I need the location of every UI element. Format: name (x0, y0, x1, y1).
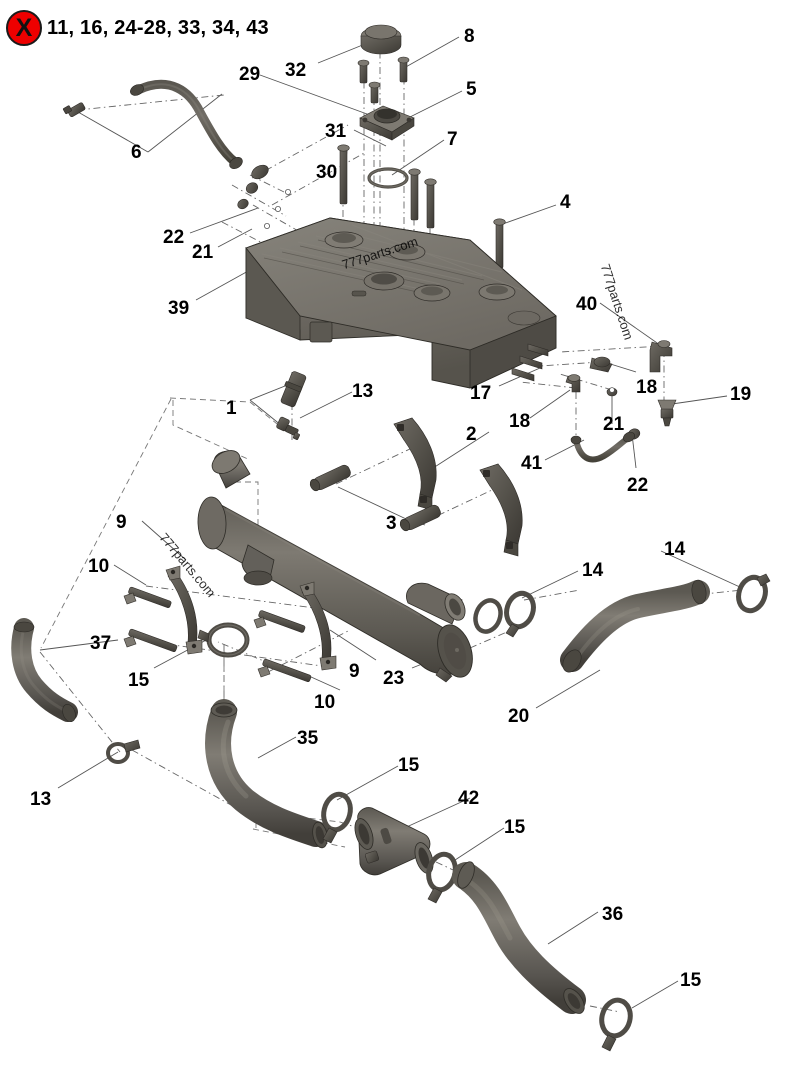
not-illustrated-badge: X (6, 10, 42, 46)
part-connector-42 (354, 807, 434, 876)
callout-37: 37 (90, 633, 112, 654)
part-fitting-6 (62, 102, 86, 118)
part-bolts (337, 56, 506, 269)
callout-22: 22 (163, 227, 185, 248)
leader-lines (39, 36, 743, 1009)
callout-8: 8 (464, 26, 475, 47)
part-elbow-18b (565, 374, 581, 393)
part-hose-37 (11, 618, 78, 723)
callout-18: 18 (636, 377, 658, 398)
part-pipe-35 (205, 699, 329, 849)
callout-20: 20 (508, 706, 530, 727)
callout-40: 40 (576, 294, 598, 315)
part-hose-41 (570, 431, 635, 463)
badge-x-icon: X (15, 13, 33, 42)
part-strap-9b (299, 581, 337, 671)
callout-15: 15 (128, 670, 150, 691)
callout-31: 31 (325, 121, 347, 142)
bolt-30 (337, 144, 350, 205)
callout-10: 10 (88, 556, 110, 577)
part-fitting-13-upper (276, 416, 300, 440)
callout-15c: 15 (504, 817, 526, 838)
callout-23: 23 (383, 668, 405, 689)
bolt-8a (357, 59, 370, 84)
part-muffler-23 (197, 450, 473, 683)
bolt-7a (408, 168, 421, 221)
callout-10b: 10 (314, 692, 336, 713)
callout-29: 29 (239, 64, 261, 85)
part-hose-20 (560, 579, 710, 673)
bolt-7b (424, 178, 437, 229)
part-bolt-10b (123, 628, 178, 653)
callout-2: 2 (466, 424, 477, 445)
callout-4: 4 (560, 192, 571, 213)
callout-3: 3 (386, 513, 397, 534)
callout-21: 21 (192, 242, 214, 263)
part-hose-29 (130, 79, 243, 170)
callout-5: 5 (466, 79, 477, 100)
callout-1: 1 (226, 398, 237, 419)
part-clamp-13-lower (106, 739, 141, 764)
part-spacer-3b (399, 504, 441, 532)
callout-30: 30 (316, 162, 338, 183)
part-o-ring-7 (367, 167, 409, 189)
callout-35: 35 (297, 728, 319, 749)
part-spacer-3a (309, 464, 351, 492)
part-clamp-14a (504, 590, 536, 638)
part-bracket-2b (479, 463, 523, 557)
callout-36: 36 (602, 904, 624, 925)
part-elbow-40 (649, 340, 673, 373)
callout-39: 39 (168, 298, 190, 319)
part-clamp-15a (197, 622, 250, 658)
callout-9: 9 (116, 512, 127, 533)
callout-9b: 9 (349, 661, 360, 682)
callout-15d: 15 (680, 970, 702, 991)
callout-7: 7 (447, 129, 458, 150)
part-bolt-10d (257, 658, 312, 683)
part-coupler-1 (280, 371, 307, 408)
bolt-8b (397, 56, 410, 83)
part-clamp-15b (321, 791, 353, 844)
bolt-8c (368, 81, 381, 104)
part-bolt-10c (253, 610, 306, 633)
callout-6: 6 (131, 142, 142, 163)
part-clamp-15d (599, 997, 633, 1052)
part-elbow-18a (589, 356, 613, 373)
part-bracket-2a (393, 417, 437, 511)
part-clamp-14b (736, 573, 771, 614)
part-strap-9a (165, 565, 203, 655)
callout-18b: 18 (509, 411, 531, 432)
part-fitting-31 (251, 164, 269, 180)
callout-17: 17 (470, 383, 492, 404)
callout-41: 41 (521, 453, 543, 474)
part-filler-flange-5 (359, 105, 415, 141)
part-clamp-14c (473, 598, 503, 634)
callout-22b: 22 (627, 475, 649, 496)
not-illustrated-list: 11, 16, 24-28, 33, 34, 43 (47, 17, 269, 39)
callout-19: 19 (730, 384, 752, 405)
part-plug-22 (237, 198, 249, 210)
part-fuel-tank-39 (245, 217, 557, 389)
part-drain-valve-19 (657, 399, 677, 427)
callout-15b: 15 (398, 755, 420, 776)
part-fitting-21 (245, 182, 259, 194)
part-fuel-cap-32 (360, 24, 402, 55)
callout-32: 32 (285, 60, 307, 81)
callout-42: 42 (458, 788, 480, 809)
callout-13b: 13 (30, 789, 52, 810)
callout-21b: 21 (603, 414, 625, 435)
callout-13: 13 (352, 381, 374, 402)
bolt-4 (493, 218, 506, 269)
callout-14: 14 (582, 560, 604, 581)
part-fitting-21-right (606, 387, 618, 397)
part-bolt-10a (123, 586, 172, 609)
callout-14b: 14 (664, 539, 686, 560)
part-pipe-36 (452, 861, 586, 1014)
